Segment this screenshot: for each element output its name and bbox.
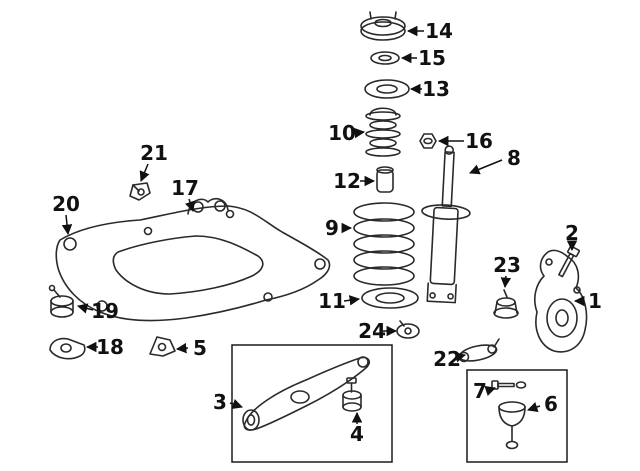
- body-mount-bushing-part: [48, 284, 74, 318]
- callout-10: 10: [328, 121, 366, 145]
- callout-8: 8: [469, 146, 521, 175]
- callout-number: 17: [171, 176, 199, 200]
- lower-control-arm-part: [242, 356, 370, 431]
- strut-bearing-part: [370, 51, 400, 65]
- callout-1: 1: [573, 289, 602, 313]
- callout-24: 24: [358, 319, 398, 343]
- callout-number: 16: [465, 129, 493, 153]
- callout-number: 18: [96, 335, 124, 359]
- callout-3: 3: [213, 390, 243, 414]
- ball-joint-arm-part: [458, 338, 500, 363]
- callout-number: 6: [544, 392, 558, 416]
- bump-stopper-part: [376, 166, 394, 193]
- callout-number: 5: [193, 336, 207, 360]
- callout-9: 9: [325, 216, 353, 240]
- callout-number: 14: [425, 19, 453, 43]
- callout-number: 22: [433, 347, 461, 371]
- callout-number: 11: [318, 289, 346, 313]
- callout-20: 20: [52, 192, 80, 236]
- callout-2: 2: [565, 221, 579, 252]
- strut-part: [421, 145, 471, 304]
- stopper-bracket-part: [149, 336, 176, 357]
- callout-number: 9: [325, 216, 339, 240]
- callout-leader-arrow: [527, 402, 541, 412]
- callout-number: 13: [422, 77, 450, 101]
- upper-bracket-part: [129, 182, 151, 201]
- callout-leader-arrow: [343, 295, 361, 306]
- callout-14: 14: [406, 19, 453, 43]
- callout-17: 17: [171, 176, 199, 212]
- arm-bushing-part: [342, 377, 362, 412]
- strut-mount-part: [360, 11, 406, 41]
- callout-number: 24: [358, 319, 386, 343]
- callout-19: 19: [76, 299, 119, 323]
- callout-number: 4: [350, 422, 364, 446]
- callout-leader-arrow: [76, 303, 94, 314]
- callout-16: 16: [437, 129, 493, 153]
- callout-22: 22: [433, 347, 467, 371]
- dust-boot-part: [365, 107, 401, 157]
- callout-21: 21: [139, 141, 168, 182]
- strut-nut-part: [419, 133, 437, 149]
- callout-4: 4: [350, 411, 364, 446]
- ball-joint-bolt-part: [491, 380, 527, 390]
- callout-12: 12: [333, 169, 376, 193]
- lower-bracket-part: [49, 337, 86, 360]
- callout-number: 21: [140, 141, 168, 165]
- callout-11: 11: [318, 289, 361, 313]
- callout-number: 1: [588, 289, 602, 313]
- callout-leader-arrow: [175, 342, 189, 354]
- callout-7: 7: [473, 379, 496, 403]
- callout-leader-arrow: [139, 163, 150, 182]
- upper-spring-seat-part: [364, 79, 410, 99]
- callout-18: 18: [85, 335, 124, 359]
- callout-number: 2: [565, 221, 579, 245]
- coil-spring-part: [353, 202, 415, 286]
- callout-leader-arrow: [229, 399, 243, 409]
- callout-leader-arrow: [469, 159, 503, 175]
- callout-6: 6: [527, 392, 558, 416]
- callout-number: 3: [213, 390, 227, 414]
- callout-number: 10: [328, 121, 356, 145]
- callout-number: 19: [91, 299, 119, 323]
- callout-15: 15: [400, 46, 446, 70]
- callout-number: 20: [52, 192, 80, 216]
- callout-leader-arrow: [61, 214, 73, 236]
- lower-spring-insulator-part: [361, 287, 419, 309]
- callout-number: 8: [507, 146, 521, 170]
- callout-leader-arrow: [185, 198, 195, 212]
- callout-number: 15: [418, 46, 446, 70]
- steering-knuckle-part: [534, 249, 588, 353]
- lower-ball-joint-part: [498, 401, 526, 450]
- callout-leader-arrow: [354, 127, 366, 139]
- callout-leader-arrow: [454, 352, 467, 363]
- callout-5: 5: [175, 336, 207, 360]
- callout-number: 23: [493, 253, 521, 277]
- callout-number: 7: [473, 379, 487, 403]
- callout-13: 13: [409, 77, 450, 101]
- ball-joint-box: [466, 369, 568, 463]
- stabilizer-mount-part: [493, 289, 519, 319]
- callout-23: 23: [493, 253, 521, 289]
- callout-number: 12: [333, 169, 361, 193]
- strut-lower-mount-part: [396, 320, 420, 339]
- callout-leader-arrow: [500, 275, 512, 289]
- callout-leader-arrow: [484, 386, 496, 396]
